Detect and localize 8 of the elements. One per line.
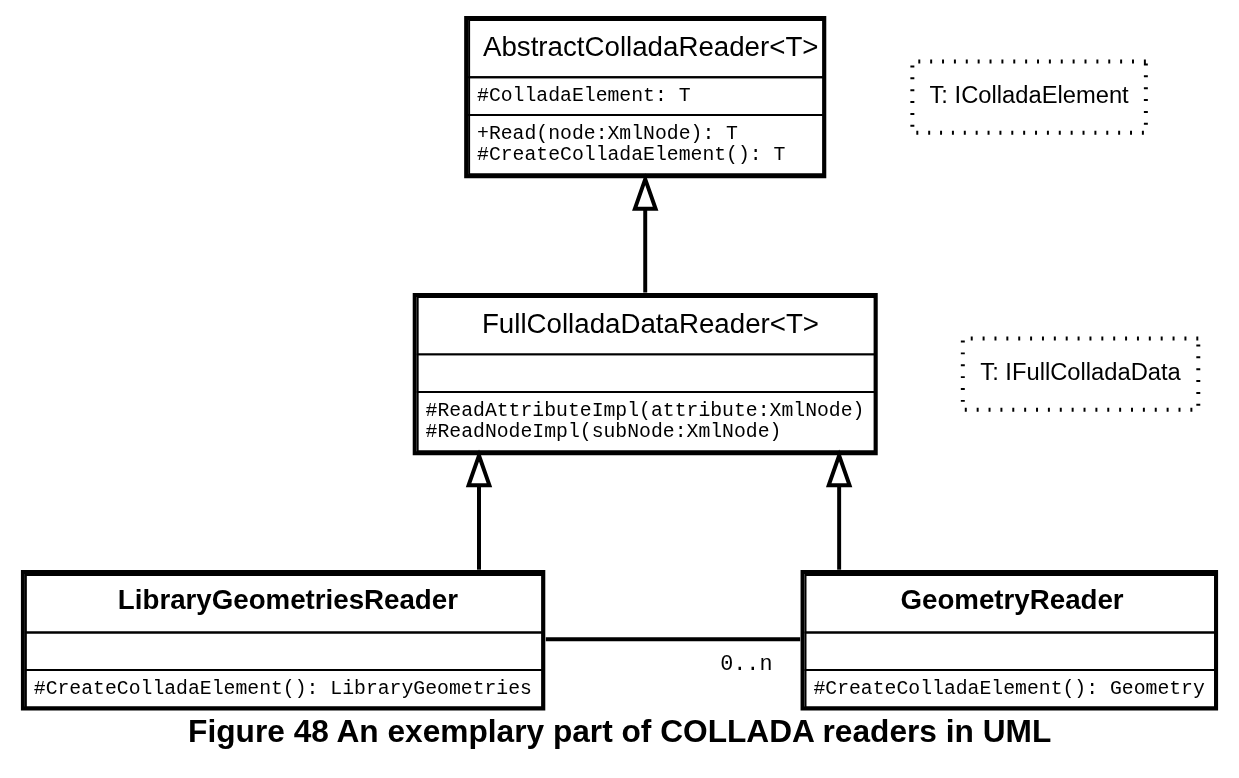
- arrow: [632, 173, 659, 293]
- caption: Figure 48 An exemplary part of COLLADA readers in UML: [188, 712, 1052, 749]
- edge-label: 0..n: [720, 651, 773, 677]
- node-box: T: IColladaElement: [910, 59, 1148, 135]
- connector: [545, 637, 801, 642]
- node-box: T: IFullColladaData: [960, 336, 1201, 412]
- arrow: [465, 449, 493, 570]
- arrow: [825, 449, 853, 570]
